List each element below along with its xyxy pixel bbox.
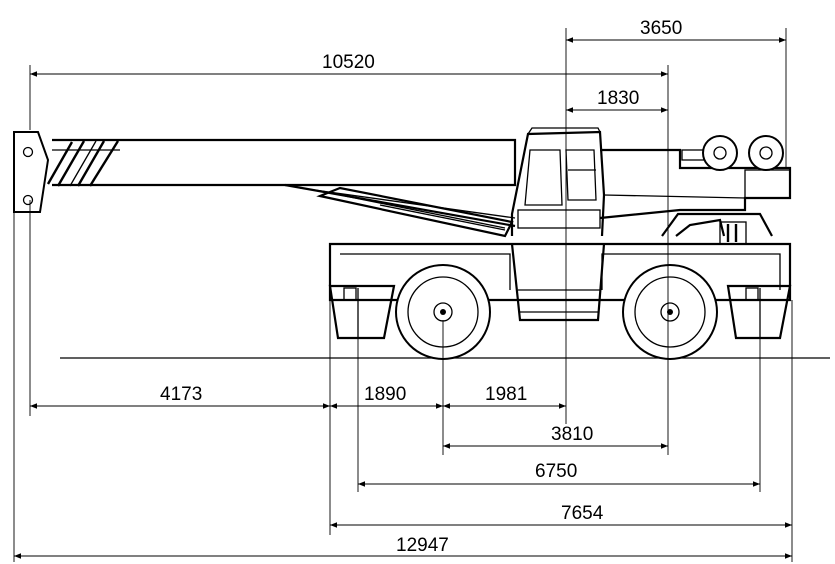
boom (13, 131, 517, 228)
dimension-label-front-overhang: 4173 (160, 384, 202, 405)
dimension-label-overall-length: 12947 (396, 535, 449, 556)
winch-drums (702, 135, 784, 171)
dimension-labels: 3650 10520 1830 4173 1890 1981 3810 6750… (160, 18, 682, 556)
dimension-label-outrigger-span: 6750 (535, 461, 577, 482)
operator-cab (510, 127, 606, 237)
engine-housing (661, 212, 773, 245)
rear-wheel (622, 264, 718, 360)
dimension-label-axle-to-center: 1981 (485, 384, 527, 405)
dimension-lines (14, 37, 792, 559)
dimension-label-wheelbase: 3810 (551, 424, 593, 445)
dimension-label-front-axle-offset: 1890 (364, 384, 406, 405)
dimension-label-rear-overhang: 3650 (640, 18, 682, 39)
dimension-label-cab-offset: 1830 (597, 88, 639, 109)
extension-lines (13, 28, 793, 562)
dimension-label-boom-reach: 10520 (322, 52, 375, 73)
crane-illustration (13, 127, 830, 360)
dimension-label-body-length: 7654 (561, 503, 604, 524)
front-wheel (395, 264, 491, 360)
chassis (328, 242, 792, 340)
